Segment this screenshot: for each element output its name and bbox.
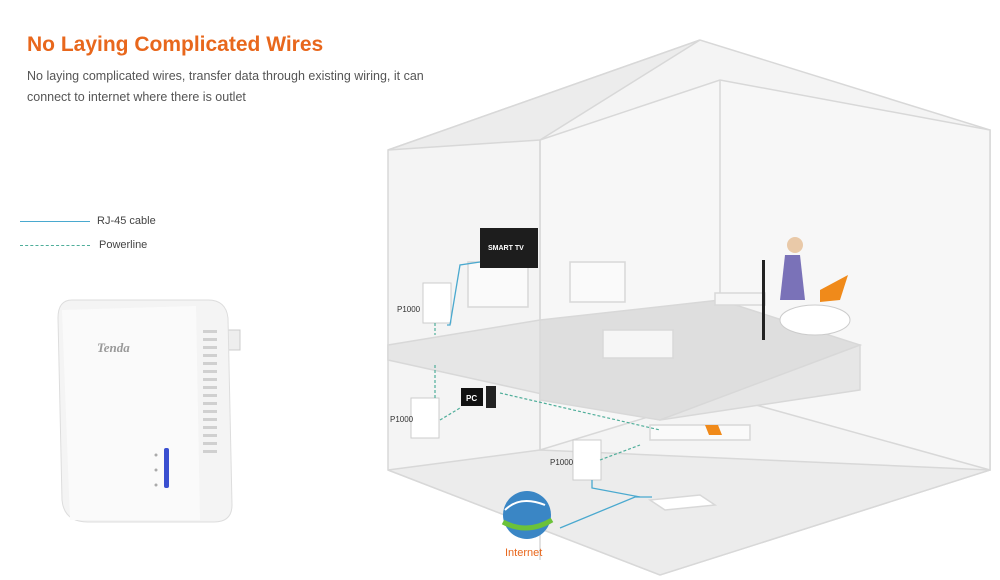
svg-text:SMART TV: SMART TV [488,245,524,252]
adapter-label: P1000 [390,415,414,424]
house-illustration [387,39,991,576]
legend-rj45-label: RJ-45 cable [97,215,156,227]
laptop-icon [705,425,722,435]
internet-globe-icon [501,491,554,539]
description: No laying complicated wires, transfer da… [27,69,424,104]
rj45-line-swatch [20,220,90,222]
legend-powerline-label: Powerline [99,239,148,251]
status-led-bar [164,448,169,488]
person-with-laptop [762,237,851,340]
adapter-label: P1000 [397,305,421,314]
brand-logo: Tenda [97,340,130,355]
legend-rj45: RJ-45 cable [20,215,156,227]
wall-adapters [410,282,602,481]
page-title: No Laying Complicated Wires [27,33,324,56]
internet-label: Internet [505,547,542,559]
powerline-line-swatch [20,244,90,246]
adapter-label: P1000 [550,458,574,467]
legend-powerline: Powerline [20,239,147,251]
powerline-adapter-image: Tenda [57,299,241,523]
pc: PC [461,386,496,408]
smart-tv: SMART TV [480,228,538,268]
rj45-cables [447,261,652,529]
svg-text:PC: PC [466,394,477,403]
powerline-cables [434,323,661,461]
